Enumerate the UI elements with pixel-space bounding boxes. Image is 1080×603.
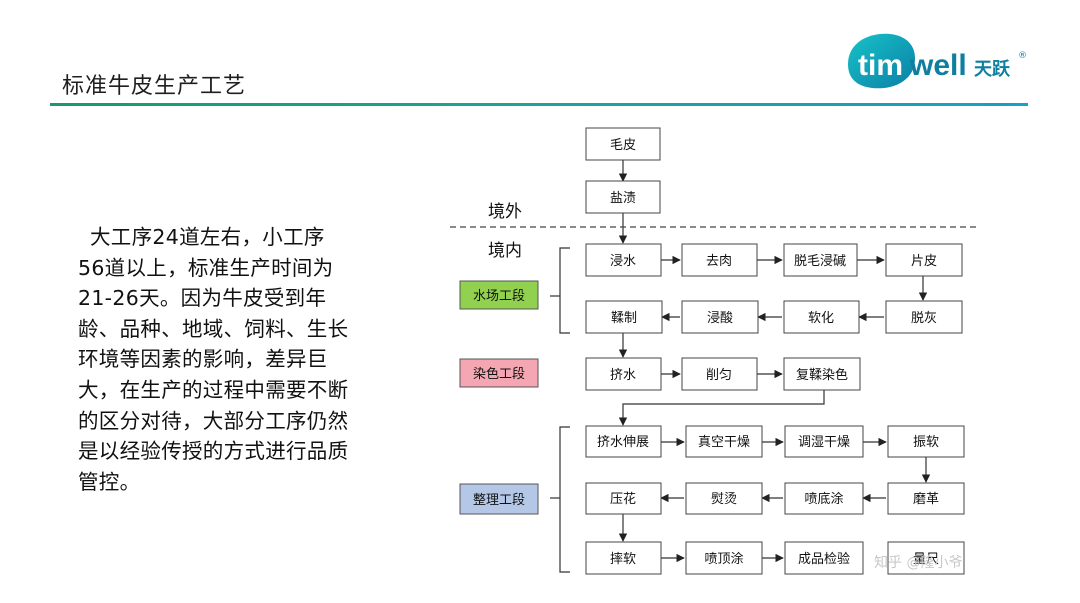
step-box: 去肉 (681, 243, 758, 277)
svg-text:浸水: 浸水 (610, 254, 636, 269)
stage-brackets (550, 247, 570, 573)
stage-dyeing: 染色工段 (459, 358, 539, 388)
svg-text:喷顶涂: 喷顶涂 (704, 551, 743, 567)
step-box: 复鞣染色 (783, 357, 861, 391)
step-box: 浸水 (585, 243, 662, 277)
step-box: 压花 (585, 482, 662, 515)
step-box: 软化 (783, 300, 860, 334)
step-box: 量尺 (887, 541, 965, 575)
svg-text:量尺: 量尺 (913, 552, 939, 567)
svg-text:软化: 软化 (808, 311, 834, 326)
timwell-logo: tim well 天跃 ® (848, 33, 1027, 89)
step-box: 真空干燥 (685, 425, 763, 458)
logo-swoosh-icon (848, 33, 915, 89)
page-title: 标准牛皮生产工艺 (62, 74, 247, 99)
step-box: 振软 (887, 425, 965, 458)
tanning-process-flowchart: 境外 境内 水场工段 染色工段 整理工段 毛皮 盐渍 浸水 去肉 脱毛浸碱 片皮… (450, 127, 980, 575)
step-box: 挤水 (585, 357, 662, 391)
svg-text:水场工段: 水场工段 (473, 289, 525, 304)
step-box: 脱毛浸碱 (783, 243, 858, 277)
svg-text:真空干燥: 真空干燥 (698, 435, 750, 450)
svg-text:鞣制: 鞣制 (611, 311, 637, 326)
title-divider (50, 103, 1028, 106)
svg-text:振软: 振软 (913, 435, 939, 450)
svg-text:浸酸: 浸酸 (707, 311, 733, 326)
svg-text:整理工段: 整理工段 (473, 493, 525, 508)
step-box: 片皮 (885, 243, 963, 277)
zone-inside-label: 境内 (488, 241, 522, 261)
step-box: 盐渍 (585, 180, 661, 214)
svg-text:盐渍: 盐渍 (610, 191, 636, 206)
svg-text:挤水伸展: 挤水伸展 (597, 435, 649, 450)
logo-text-tim: tim (858, 49, 903, 82)
step-box: 鞣制 (585, 300, 663, 334)
svg-text:毛皮: 毛皮 (610, 138, 636, 153)
step-box: 毛皮 (585, 127, 661, 161)
svg-text:熨烫: 熨烫 (711, 492, 737, 507)
logo-text-well: well (909, 49, 967, 82)
step-box: 脱灰 (885, 300, 963, 334)
svg-text:脱毛浸碱: 脱毛浸碱 (794, 254, 846, 269)
step-box: 熨烫 (685, 482, 763, 515)
svg-text:压花: 压花 (610, 491, 636, 507)
flow-connectors (618, 160, 931, 563)
svg-text:喷底涂: 喷底涂 (804, 491, 843, 507)
step-box: 磨革 (887, 482, 965, 515)
svg-text:片皮: 片皮 (911, 254, 937, 269)
svg-text:磨革: 磨革 (913, 492, 939, 507)
step-box: 摔软 (585, 541, 662, 575)
step-box: 调湿干燥 (784, 425, 864, 458)
stage-finishing: 整理工段 (459, 483, 539, 515)
svg-text:调湿干燥: 调湿干燥 (798, 435, 850, 450)
step-box: 削匀 (681, 357, 758, 391)
svg-text:削匀: 削匀 (706, 368, 732, 383)
svg-text:复鞣染色: 复鞣染色 (796, 367, 848, 383)
step-box: 喷底涂 (784, 482, 864, 515)
body-paragraph: 大工序24道左右，小工序56道以上，标准生产时间为21-26天。因为牛皮受到年龄… (78, 225, 349, 494)
svg-text:去肉: 去肉 (706, 254, 732, 269)
svg-text:脱灰: 脱灰 (911, 311, 937, 326)
step-box: 成品检验 (784, 541, 864, 575)
stage-beamhouse: 水场工段 (459, 280, 539, 310)
logo-text-cn: 天跃 (974, 59, 1011, 80)
logo-reg-mark: ® (1018, 51, 1027, 61)
step-box: 喷顶涂 (685, 541, 763, 575)
svg-text:挤水: 挤水 (610, 368, 636, 383)
zone-outside-label: 境外 (488, 202, 522, 222)
step-box: 挤水伸展 (585, 425, 662, 458)
svg-text:成品检验: 成品检验 (798, 551, 850, 567)
svg-text:染色工段: 染色工段 (473, 366, 525, 382)
step-box: 浸酸 (681, 300, 759, 334)
svg-text:摔软: 摔软 (610, 551, 636, 567)
watermark-text: 知乎 @隆小爷 (874, 554, 962, 571)
